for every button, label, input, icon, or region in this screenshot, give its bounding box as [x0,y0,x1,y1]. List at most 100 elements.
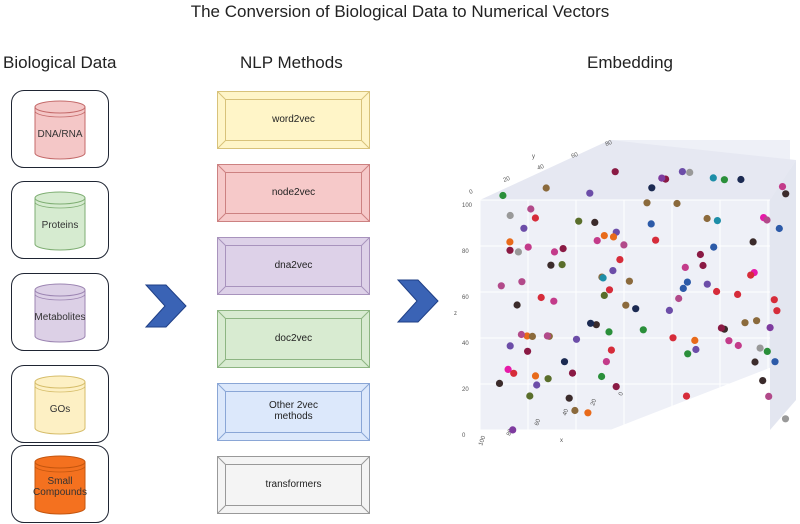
scatter-point [593,237,601,245]
scatter-point [616,256,624,264]
scatter-point [526,392,534,400]
scatter-point [531,214,539,222]
scatter-point [509,426,517,434]
scatter-point [703,214,711,223]
scatter-point [699,261,707,270]
scatter-point [591,218,599,226]
scatter-point [547,261,555,269]
scatter-point [632,305,640,313]
scatter-point [499,191,507,200]
scatter-point [717,324,725,332]
scatter-point [643,199,651,207]
y-tick-label: 0 [469,189,475,196]
scatter-point [611,168,619,176]
scatter-point [504,365,512,373]
x-tick-label: 60 [534,418,542,427]
scatter-point [517,330,525,339]
scatter-point [709,174,717,182]
scatter-point [681,263,689,271]
scatter-point [605,328,613,336]
scatter-point [747,271,755,279]
scatter-point [609,267,617,275]
scatter-point [565,394,573,402]
scatter-point [506,211,514,220]
scatter-point [537,293,545,302]
scatter-point [691,336,699,344]
plaque-frame [217,91,370,149]
database-cylinder-icon [34,455,86,515]
scatter-point [675,294,683,303]
axis-label: y [532,154,535,160]
arrow-right-icon [144,284,187,328]
scatter-point [692,345,700,354]
data-source-label: GOs [49,404,71,415]
axis-label: x [560,438,563,444]
scatter-point [734,290,742,298]
scatter-point [737,175,745,184]
scatter-point [497,282,505,290]
scatter-point [568,369,577,377]
z-tick-label: 80 [462,249,469,255]
database-cylinder-icon [34,375,86,435]
scatter-point [543,332,551,340]
z-tick-label: 20 [462,387,469,393]
scatter-point [575,217,583,225]
scatter-point [753,317,761,325]
scatter-point [571,406,579,415]
diagram-title: The Conversion of Biological Data to Num… [190,2,610,21]
scatter-point [683,278,691,286]
scatter-point [734,341,742,350]
plaque-frame [217,456,370,514]
scatter-point [648,184,656,192]
scatter-point [678,168,686,176]
scatter-point [510,369,518,377]
plaque-frame [217,237,370,295]
scatter-point [524,243,532,251]
nlp-method-box: node2vec [217,164,370,222]
nlp-method-box: doc2vec [217,310,370,368]
scatter-point [518,278,526,286]
data-source-label: DNA/RNA [37,129,83,140]
scatter-point [713,287,721,296]
scatter-point [639,326,647,334]
scatter-point [751,358,759,366]
scatter-point [495,379,504,387]
y-tick-label: 80 [605,140,614,148]
plaque-frame [217,383,370,441]
nlp-method-label: transformers [265,479,322,490]
scatter-point [592,321,600,329]
data-source-card: DNA/RNA [11,90,109,168]
scatter-point [741,319,749,327]
scatter-point [686,168,694,176]
nlp-method-box: dna2vec [217,237,370,295]
scatter-point [513,301,521,309]
scatter-point [559,245,567,253]
y-tick-label: 20 [503,176,512,184]
scatter-point [506,238,514,246]
scatter-point [771,358,779,366]
scatter-point [602,358,610,366]
nlp-method-label: word2vec [272,114,315,125]
nlp-method-label: dna2vec [274,260,313,271]
scatter-point [531,372,540,380]
scatter-point [586,189,594,197]
scatter-point [523,332,531,340]
scatter-point [658,174,666,182]
z-tick-label: 60 [462,295,469,301]
axis-label: z [454,311,457,317]
nlp-method-label: node2vec [271,187,316,198]
scatter-point [756,344,764,352]
plaque-frame [217,164,370,222]
scatter-point [520,224,528,232]
scatter-point [598,372,606,381]
scatter-point [620,241,628,249]
plaque-frame [217,310,370,368]
data-source-card: Metabolites [11,273,109,351]
scatter-point [766,324,774,332]
scatter-point [527,205,535,213]
scatter-point [775,224,783,233]
scatter-point [533,381,541,389]
